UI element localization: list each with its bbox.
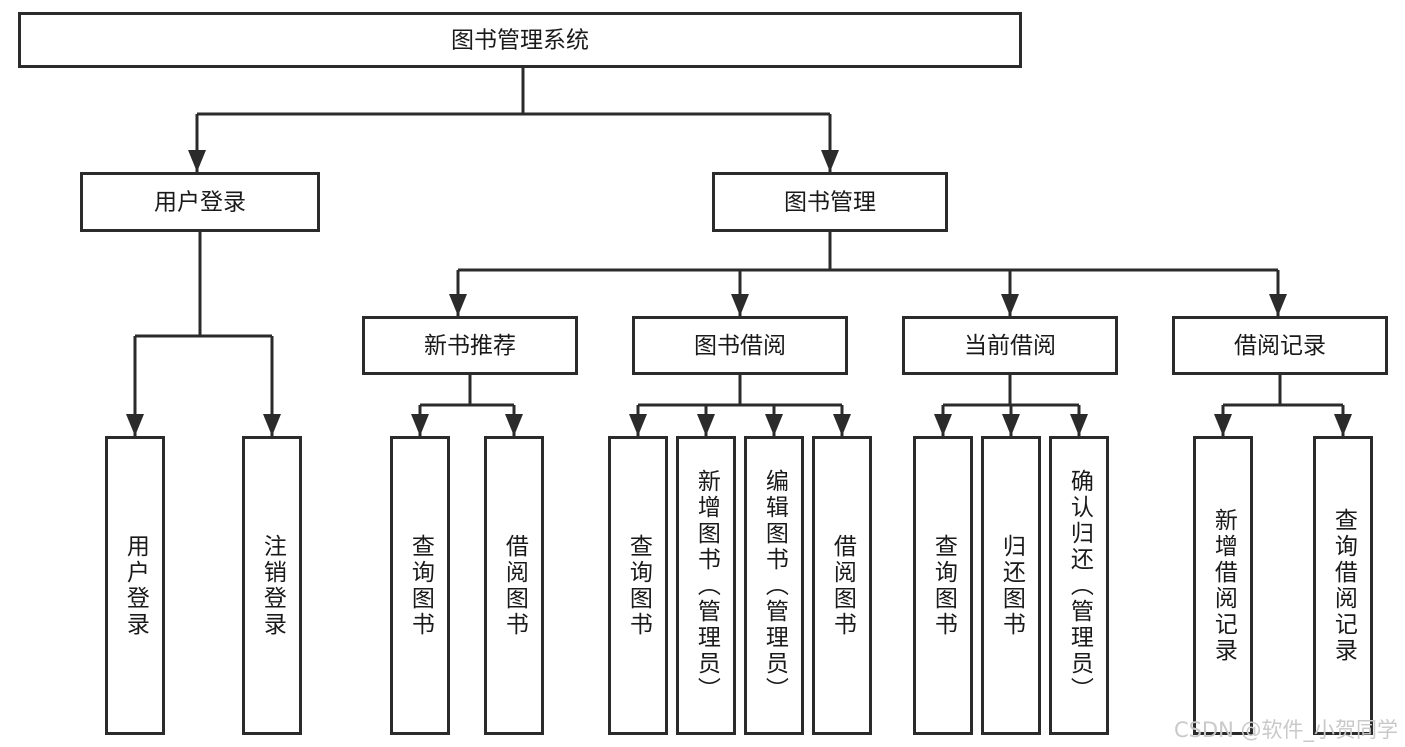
arrow-head-icon bbox=[934, 414, 952, 436]
arrow-head-icon bbox=[1001, 294, 1019, 316]
node-level3-2[interactable] bbox=[902, 316, 1118, 375]
node-level3-label-2: 当前借阅 bbox=[964, 333, 1056, 359]
node-level3-label-0: 新书推荐 bbox=[424, 333, 516, 359]
node-level3-1[interactable] bbox=[632, 316, 848, 375]
node-box-layer bbox=[18, 12, 1388, 735]
arrow-head-icon bbox=[505, 414, 523, 436]
arrow-head-icon bbox=[1269, 294, 1287, 316]
node-level2-0[interactable] bbox=[80, 172, 320, 232]
arrow-head-icon bbox=[731, 294, 749, 316]
arrow-head-icon bbox=[765, 414, 783, 436]
csdn-watermark: CSDN @软件_小贺同学 bbox=[1174, 718, 1398, 743]
node-leaf-2[interactable] bbox=[390, 436, 450, 735]
node-leaf-3[interactable] bbox=[484, 436, 544, 735]
node-leaf-4[interactable] bbox=[608, 436, 668, 735]
arrow-head-icon bbox=[697, 414, 715, 436]
node-level3-label-1: 图书借阅 bbox=[694, 333, 786, 359]
connector-layer bbox=[126, 68, 1352, 436]
node-leaf-0[interactable] bbox=[105, 436, 165, 735]
node-leaf-7[interactable] bbox=[812, 436, 872, 735]
arrow-head-icon bbox=[1334, 414, 1352, 436]
node-leaf-10[interactable] bbox=[1049, 436, 1109, 735]
node-level3-0[interactable] bbox=[362, 316, 578, 375]
arrow-head-icon bbox=[126, 414, 144, 436]
arrow-head-icon bbox=[1070, 414, 1088, 436]
arrow-head-icon bbox=[1214, 414, 1232, 436]
arrow-head-icon bbox=[188, 150, 206, 172]
node-level2-label-1: 图书管理 bbox=[784, 190, 876, 216]
node-level2-label-0: 用户登录 bbox=[154, 190, 246, 216]
arrow-head-icon bbox=[1002, 414, 1020, 436]
node-leaf-8[interactable] bbox=[913, 436, 973, 735]
node-leaf-11[interactable] bbox=[1193, 436, 1253, 735]
arrow-head-icon bbox=[263, 414, 281, 436]
node-root-label: 图书管理系统 bbox=[451, 28, 589, 54]
node-leaf-12[interactable] bbox=[1313, 436, 1373, 735]
node-level3-label-3: 借阅记录 bbox=[1234, 333, 1326, 359]
node-leaf-9[interactable] bbox=[981, 436, 1041, 735]
arrow-head-icon bbox=[449, 294, 467, 316]
arrow-head-icon bbox=[629, 414, 647, 436]
arrow-head-icon bbox=[411, 414, 429, 436]
node-leaf-1[interactable] bbox=[242, 436, 302, 735]
arrow-head-icon bbox=[821, 150, 839, 172]
node-level2-1[interactable] bbox=[712, 172, 948, 232]
node-leaf-5[interactable] bbox=[676, 436, 736, 735]
node-leaf-6[interactable] bbox=[744, 436, 804, 735]
node-level3-3[interactable] bbox=[1172, 316, 1388, 375]
node-root[interactable] bbox=[18, 12, 1022, 68]
arrow-head-icon bbox=[833, 414, 851, 436]
